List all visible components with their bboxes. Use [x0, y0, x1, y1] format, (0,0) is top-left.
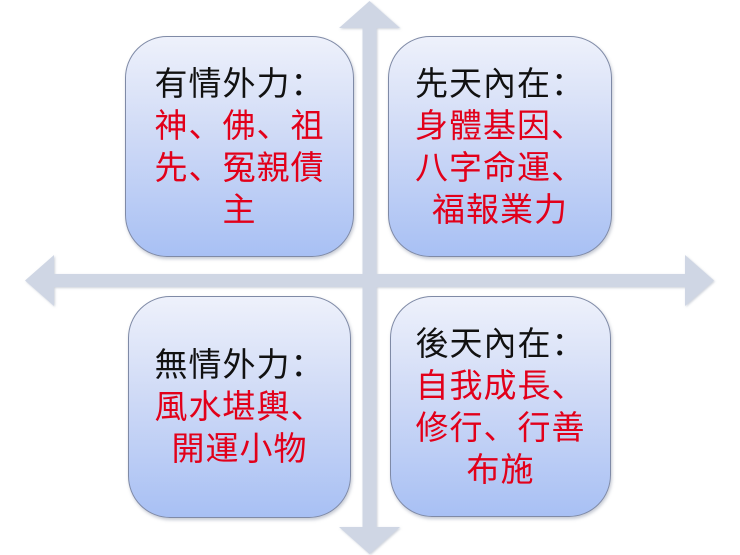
quadrant-body-line: 主	[222, 189, 257, 229]
quadrant-body-line: 自我成長、	[415, 365, 586, 405]
quadrant-body-line: 八字命運、	[415, 147, 585, 187]
quadrant-text: 後天內在： 自我成長、 修行、行善 布施	[398, 323, 603, 491]
quadrant-text: 先天內在： 身體基因、 八字命運、 福報業力	[398, 63, 603, 231]
quadrant-body-line: 布施	[466, 449, 535, 489]
quadrant-text: 無情外力： 風水堪輿、 開運小物	[137, 344, 342, 470]
horizontal-double-arrow-icon	[25, 255, 714, 306]
quadrant-body-line: 開運小物	[171, 429, 308, 468]
quadrant-text: 有情外力： 神、佛、祖 先、冤親債 主	[137, 63, 342, 231]
quadrant-body-line: 神、佛、祖	[154, 105, 325, 145]
quadrant-bottom-right-acquired-internal: 後天內在： 自我成長、 修行、行善 布施	[390, 296, 611, 517]
quadrant-title: 後天內在：	[415, 323, 586, 363]
quadrant-body-line: 風水堪輿、	[154, 387, 325, 426]
quadrant-body-line: 福報業力	[432, 189, 568, 229]
quadrant-body-line: 身體基因、	[415, 105, 585, 145]
quadrant-title: 先天內在：	[415, 63, 585, 103]
quadrant-title: 無情外力：	[154, 345, 325, 384]
quadrant-body-line: 先、冤親債	[154, 147, 325, 187]
quadrant-top-left-sentient-external: 有情外力： 神、佛、祖 先、冤親債 主	[125, 36, 354, 257]
quadrant-bottom-left-insentient-external: 無情外力： 風水堪輿、 開運小物	[128, 296, 351, 518]
quadrant-top-right-innate-internal: 先天內在： 身體基因、 八字命運、 福報業力	[388, 36, 612, 257]
quadrant-body-line: 修行、行善	[415, 407, 586, 447]
quadrant-title: 有情外力：	[154, 63, 325, 103]
